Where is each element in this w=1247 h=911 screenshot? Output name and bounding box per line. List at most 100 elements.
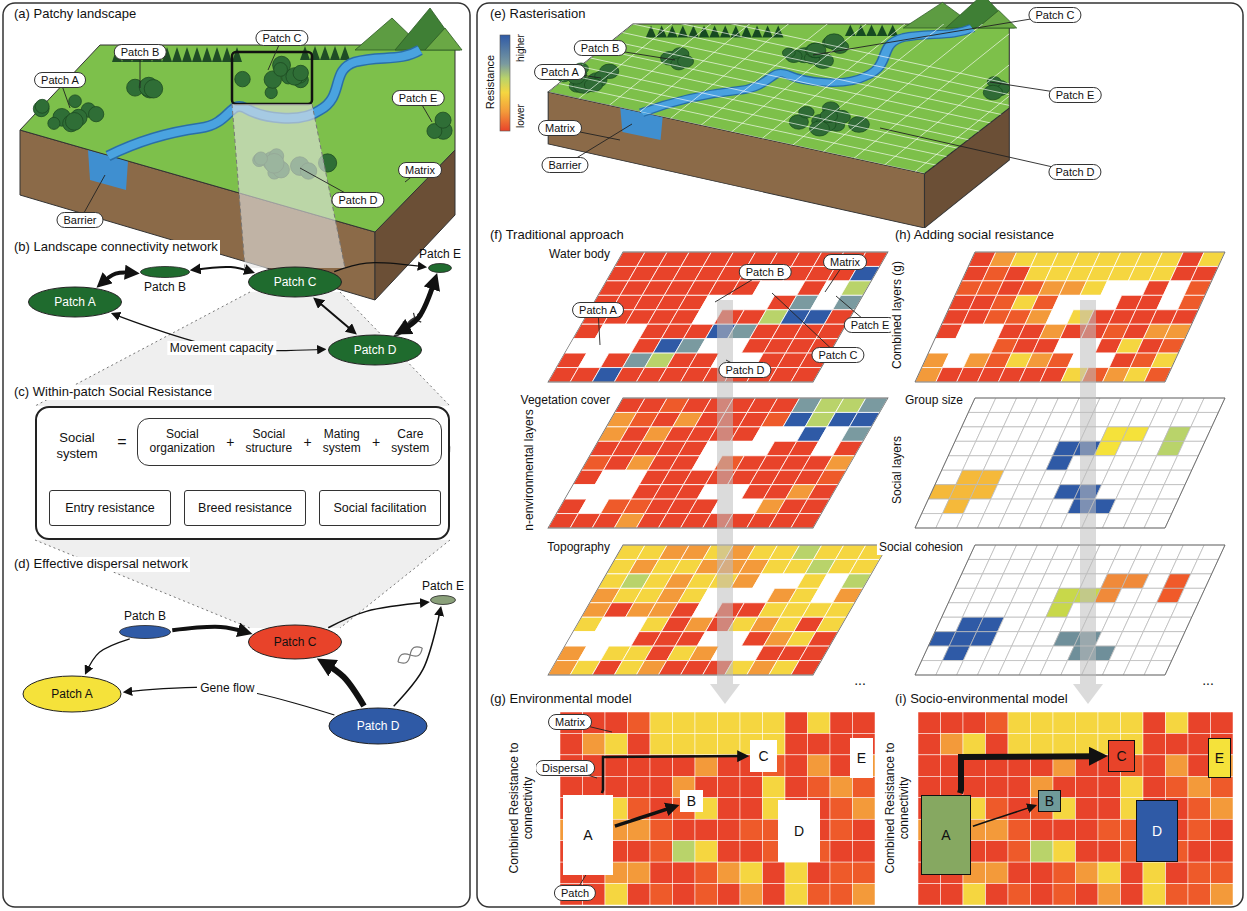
connector: [400, 279, 435, 331]
raster-cell: [808, 862, 831, 883]
raster-cell: [1098, 841, 1121, 862]
label: (i) Socio-environmental model: [893, 692, 1070, 707]
raster-cell: [718, 733, 741, 754]
ellipse-fill: [329, 708, 427, 744]
raster-cell: [830, 776, 853, 797]
landscape: [485, 0, 1247, 281]
raster-cell: [1031, 862, 1054, 883]
raster-cell: [830, 819, 853, 840]
label: (d) Effective dispersal network: [12, 557, 190, 572]
patch-ellipse: Patch A: [28, 286, 123, 318]
raster-cell: [718, 776, 741, 797]
node-text: Patch D: [354, 343, 397, 357]
pine: [330, 46, 340, 60]
grid-line: [527, 109, 1163, 247]
patch-ellipse: Patch A: [22, 675, 122, 713]
tree: [89, 107, 104, 122]
raster-cell: [1184, 427, 1212, 441]
node-text: Patch E: [851, 319, 890, 331]
leader-line: [772, 293, 838, 355]
raster-cell: [583, 733, 606, 754]
raster-cell: [1151, 353, 1179, 367]
node-text: Patch D: [725, 364, 764, 376]
raster-cell: [1121, 712, 1144, 733]
patch-ellipse: Patch C: [248, 624, 343, 660]
raster-cell: [673, 733, 696, 754]
raster-cell: [1076, 798, 1099, 819]
raster-cell: [1198, 398, 1226, 412]
raster-cell: [1076, 776, 1099, 797]
raster-cell: [1031, 733, 1054, 754]
raster-cell: [605, 884, 628, 905]
raster-cell: [650, 862, 673, 883]
raster-cell: [1076, 819, 1099, 840]
node-text: Care system: [391, 428, 429, 456]
raster-cell: [1164, 324, 1192, 338]
raster-cell: [1198, 545, 1226, 559]
raster-cell: [718, 712, 741, 733]
raster-cell: [628, 841, 651, 862]
patch-callout: Patch C: [1028, 7, 1081, 23]
raster-cell: [853, 776, 876, 797]
pine: [202, 47, 212, 62]
grid-line: [633, 24, 1247, 162]
raster-cell: [1098, 798, 1121, 819]
raster-cell: [1053, 733, 1076, 754]
raster-cell: [718, 819, 741, 840]
raster-cell: [1151, 499, 1179, 513]
connector: [973, 806, 1035, 826]
raster-cell: [1144, 514, 1172, 528]
raster-cell: [650, 884, 673, 905]
raster-cell: [1171, 603, 1199, 617]
raster-patch: D: [1136, 800, 1178, 862]
raster-cell: [1178, 441, 1206, 455]
label: Group size: [903, 394, 965, 408]
node-text: Social system: [45, 430, 109, 461]
ellipse-fill: [249, 625, 342, 659]
patch-callout: Matrix: [398, 162, 442, 178]
raster-cell: [1198, 252, 1226, 266]
raster-cell: [695, 733, 718, 754]
raster-cell: [1144, 661, 1172, 675]
node-text: Patch C: [818, 349, 857, 361]
label: (b) Landscape connectivity network: [12, 240, 220, 255]
raster-cell: [1121, 862, 1144, 883]
node-text: D: [1152, 823, 1162, 839]
ellipse-fill: [431, 596, 456, 605]
panel-frame: [3, 3, 470, 907]
label: =: [115, 433, 128, 451]
node-text: Patch B: [746, 266, 785, 278]
raster-cell: [1188, 776, 1211, 797]
node-text: Social facilitation: [333, 501, 426, 515]
pine: [877, 25, 888, 36]
connector: [193, 267, 252, 272]
raster-cell: [853, 841, 876, 862]
raster-cell: [673, 884, 696, 905]
raster-cell: [628, 733, 651, 754]
raster-cell: [1211, 712, 1234, 733]
ellipse-fill: [141, 267, 190, 278]
tree: [849, 117, 870, 133]
patch-ellipse: Patch D: [328, 707, 428, 745]
raster-cell: [1166, 776, 1189, 797]
node-text: C: [758, 748, 768, 764]
patch-callout: Patch A: [534, 64, 586, 80]
raster-cell: [695, 884, 718, 905]
patch-callout: Patch E: [392, 90, 445, 106]
pine: [182, 47, 192, 62]
raster-cell: [718, 798, 741, 819]
grid-line: [601, 50, 1237, 188]
raster-cell: [830, 712, 853, 733]
raster-cell: [785, 755, 808, 776]
raster-cell: [1211, 819, 1234, 840]
raster-cell: [963, 733, 986, 754]
raster-patch: B: [1038, 790, 1061, 812]
raster-cell: [740, 798, 763, 819]
raster-cell: [785, 776, 808, 797]
tree: [824, 34, 844, 49]
zoom-shade: [35, 540, 450, 628]
grid-line: [640, 0, 810, 112]
raster-cell: [673, 841, 696, 862]
landscape: [20, 8, 462, 300]
pine: [720, 26, 731, 38]
